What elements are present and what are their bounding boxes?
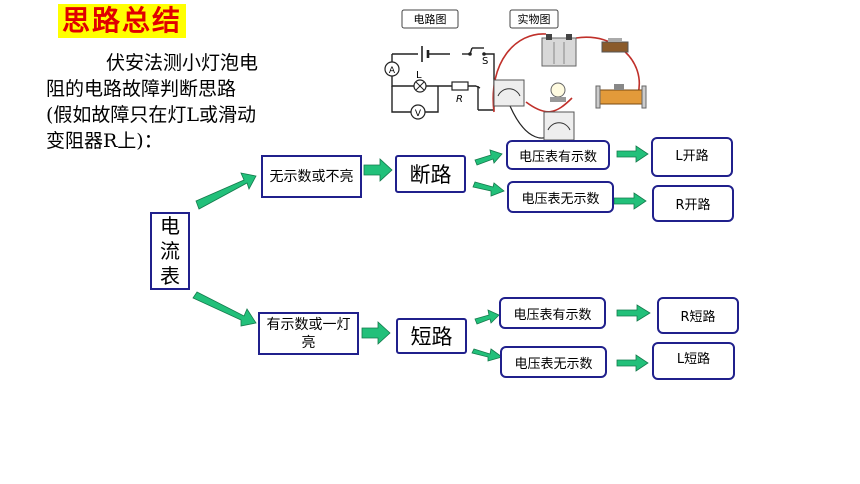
arrow-to-short <box>361 321 391 345</box>
rheostat-open-label: R开路 <box>675 198 711 213</box>
lamp-short-node: L短路 <box>652 342 735 380</box>
arrow-v-none-to-l-short <box>616 354 649 372</box>
circuit-wires <box>391 47 495 113</box>
has-reading-node: 有示数或一灯亮 <box>258 312 359 355</box>
switch-label: S <box>482 56 488 67</box>
arrow-to-open <box>363 158 393 182</box>
lamp-open-node: L开路 <box>651 137 733 177</box>
no-reading-node: 无示数或不亮 <box>261 155 362 198</box>
intro-line-1: 伏安法测小灯泡电 <box>106 52 259 74</box>
rheostat-short-label: R短路 <box>680 310 716 325</box>
intro-text: 伏安法测小灯泡电 阻的电路故障判断思路 (假如故障只在灯L或滑动 变阻器R上)： <box>46 50 296 154</box>
open-voltmeter-none-node: 电压表无示数 <box>507 181 614 213</box>
arrow-open-to-v-none <box>472 181 505 197</box>
circuit-label: 电路图 <box>414 13 447 26</box>
ammeter-label: A <box>389 66 396 76</box>
has-reading-label: 有示数或一灯亮 <box>266 316 351 351</box>
rheostat-icon <box>451 81 469 91</box>
rheostat-open-node: R开路 <box>652 185 734 222</box>
voltmeter-label: V <box>415 109 422 119</box>
short-circuit-label: 短路 <box>410 325 453 349</box>
short-voltmeter-none-label: 电压表无示数 <box>514 356 593 372</box>
arrow-open-to-v-reads <box>474 149 503 166</box>
arrow-v-none-to-r-open <box>613 192 647 210</box>
intro-line-2: 阻的电路故障判断思路 <box>46 78 237 100</box>
circuit-label-frame <box>401 9 459 29</box>
page-title: 思路总结 <box>58 4 187 38</box>
rheostat-short-node: R短路 <box>657 297 739 334</box>
ammeter-node: 电流表 <box>150 212 190 290</box>
open-circuit-node: 断路 <box>395 155 466 193</box>
physical-label: 实物图 <box>518 12 551 26</box>
lamp-short-label: L短路 <box>676 352 711 367</box>
arrow-short-to-v-none <box>471 348 503 362</box>
circuit-figure: 电路图 S A L <box>376 2 658 148</box>
short-voltmeter-reads-label: 电压表有示数 <box>513 307 592 323</box>
arrow-v-reads-to-r-short <box>616 304 651 322</box>
lamp-label: L <box>416 70 422 81</box>
arrow-v-reads-to-l-open <box>616 145 649 163</box>
physical-apparatus <box>492 33 647 141</box>
intro-line-3: (假如故障只在灯L或滑动 <box>46 104 257 126</box>
intro-line-4: 变阻器R上)： <box>46 130 163 152</box>
voltmeter-icon <box>410 104 426 120</box>
arrow-short-to-v-reads <box>474 309 500 325</box>
open-circuit-label: 断路 <box>409 163 452 187</box>
no-reading-label: 无示数或不亮 <box>269 168 354 185</box>
open-voltmeter-reads-label: 电压表有示数 <box>518 149 597 165</box>
circuit-figure-svg: 电路图 S A L <box>384 9 647 141</box>
short-circuit-node: 短路 <box>396 318 467 354</box>
physical-label-frame <box>509 9 559 29</box>
open-voltmeter-reads-node: 电压表有示数 <box>506 140 610 170</box>
short-voltmeter-reads-node: 电压表有示数 <box>499 297 606 329</box>
rheostat-label: R <box>456 94 463 105</box>
short-voltmeter-none-node: 电压表无示数 <box>500 346 607 378</box>
ammeter-icon <box>384 61 400 77</box>
arrow-root-to-has-reading <box>192 291 257 327</box>
ammeter-node-label: 电流表 <box>160 213 180 288</box>
open-voltmeter-none-label: 电压表无示数 <box>521 191 600 207</box>
arrow-root-to-no-reading <box>195 172 257 210</box>
lamp-open-label: L开路 <box>675 149 709 164</box>
